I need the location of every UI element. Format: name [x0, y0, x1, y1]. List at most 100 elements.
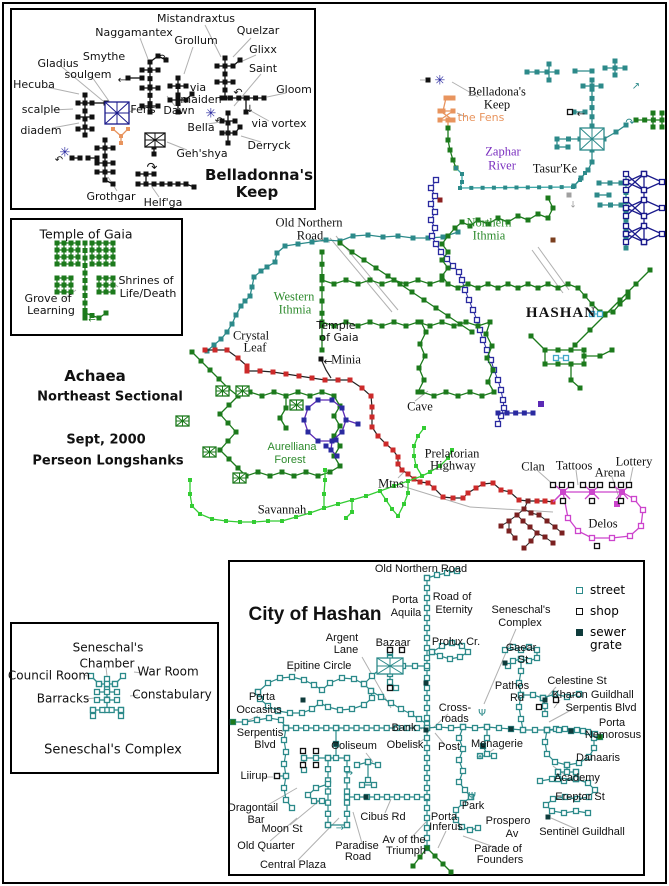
hatch-blocks	[104, 101, 605, 675]
label-shrines-of: Shrines of	[118, 274, 174, 288]
network-keep-fens-orange-bits	[111, 127, 130, 145]
network-city-green-gates	[230, 719, 603, 875]
label-av-of-the: Av of the	[382, 834, 426, 847]
label-saint: Saint	[248, 62, 278, 76]
label-serpentis: Serpentis	[236, 727, 284, 740]
label-scalple: scalple	[21, 103, 61, 117]
hatch-block-icon	[235, 385, 250, 397]
network-temple-of-gaia-network	[54, 240, 116, 321]
network-tasurke-outskirts	[524, 58, 628, 208]
network-purple-node	[538, 401, 544, 407]
label-chamber: Chamber	[79, 656, 135, 671]
label-complex: Complex	[498, 617, 542, 630]
label-ithmia: Ithmia	[472, 228, 506, 243]
label-council-room: Council Room	[7, 668, 91, 683]
hatch-block-icon	[202, 446, 217, 458]
label-delos: Delos	[588, 516, 618, 531]
label-park: Park	[461, 800, 485, 813]
network-right-edge-green	[633, 110, 665, 130]
glyph-icons: ✳✳✳←←↷←↶↓↷↶↶←↓↷↗→→ΨΨ✳	[55, 52, 640, 834]
label-blvd: Blvd	[254, 739, 276, 752]
star-icon: ✳	[60, 146, 71, 161]
label-ereptor-st: Ereptor St	[555, 791, 605, 804]
label-arena: Arena	[594, 465, 626, 480]
label-learning: Learning	[27, 304, 75, 318]
network-skyblue-shops	[552, 310, 604, 362]
network-sewer-grates	[300, 660, 574, 820]
network-savannah-network	[188, 426, 454, 524]
label-the-fens: the Fens	[457, 111, 505, 125]
label-dawn: Dawn	[163, 104, 195, 118]
arrow-upright-icon: ↗	[632, 81, 640, 92]
label-cross: Cross-	[438, 702, 472, 715]
label-paradise: Paradise	[335, 840, 379, 853]
arrow-left-icon: ←	[323, 355, 332, 368]
label-serpentis-blvd: Serpentis Blvd	[565, 702, 637, 715]
map-author: Perseon Longshanks	[32, 453, 184, 469]
network-delos-hubs	[560, 489, 625, 507]
label-cibus-rd: Cibus Rd	[360, 811, 406, 824]
legend-label: street	[590, 583, 626, 597]
label-porta: Porta	[391, 594, 419, 607]
arrow-left-icon: ←	[577, 109, 585, 120]
label-derryck: Derryck	[247, 139, 291, 153]
label-soulgem: soulgem	[64, 68, 112, 82]
label-founders: Founders	[476, 854, 524, 867]
label-cave: Cave	[407, 399, 433, 414]
belladonnas-keep-inset	[10, 8, 316, 210]
network-keep-inset-network	[69, 53, 267, 190]
label-celestine-st: Celestine St	[547, 675, 607, 688]
junction-star-icon: ✳	[476, 753, 484, 763]
label-minia: Minia	[331, 352, 361, 367]
label-prospero: Prospero	[485, 815, 531, 828]
label-moon-st: Moon St	[261, 823, 303, 836]
label-triumph: Triumph	[386, 845, 426, 858]
star-icon: ✳	[206, 107, 217, 122]
label-naggamantex: Naggamantex	[95, 26, 173, 40]
street-symbol-icon	[576, 587, 583, 594]
network-the-fens-cluster	[437, 95, 456, 131]
label-clan: Clan	[521, 459, 545, 474]
label-road-of: Road of	[432, 591, 472, 604]
label-fens: Fens	[130, 103, 156, 117]
arrow-left-icon: ←	[118, 75, 126, 86]
label-temple: Temple	[316, 319, 356, 333]
label-savannah: Savannah	[257, 502, 307, 517]
belladonnas-keep-title: Belladonna's Keep	[205, 165, 314, 201]
arrow-right-icon: →	[336, 823, 344, 834]
label-belladona-s: Belladona's	[468, 84, 526, 99]
label-parade-of: Parade of	[474, 843, 522, 856]
label-sentinel-guildhall: Sentinel Guildhall	[539, 826, 625, 839]
label-seneschal-s: Seneschal's	[72, 640, 144, 655]
label-academy: Academy	[554, 772, 600, 785]
label-barracks: Barracks	[36, 691, 90, 706]
legend-label: sewer grate	[590, 624, 626, 653]
trident-icon: Ψ	[468, 791, 476, 802]
label-tasur-ke: Tasur'Ke	[532, 161, 578, 176]
network-blue-filled-row	[495, 410, 536, 416]
label-menagerie: Menagerie	[471, 738, 523, 751]
arrow-down-icon: ↓	[246, 104, 254, 115]
label-gladius: Gladius	[37, 57, 79, 71]
network-aurelliana-octagon	[301, 397, 361, 459]
label-maiden: maiden	[180, 93, 222, 107]
label-dragontail: Dragontail	[227, 802, 279, 815]
label-lottery: Lottery	[615, 454, 653, 469]
hatch-block-icon	[104, 101, 130, 125]
label-war-room: War Room	[137, 664, 199, 679]
network-seneschal-complex-network	[87, 672, 127, 720]
network-dark-red-node	[437, 197, 443, 203]
label-grove-of: Grove of	[24, 292, 72, 306]
city-of-hashan-inset	[228, 560, 645, 876]
network-shops	[273, 108, 633, 780]
label-geh-shya: Geh'shya	[176, 147, 228, 161]
label-old-northern: Old Northern	[275, 215, 343, 230]
network-maroon-tree	[498, 498, 565, 551]
temple-of-gaia-title: Temple of Gaia	[39, 226, 133, 242]
star-icon: ✳	[435, 74, 446, 89]
hatch-block-icon	[215, 385, 230, 397]
label-prolux-cr: Prolux Cr.	[431, 636, 481, 649]
label-diadem: diadem	[20, 124, 62, 138]
label-porta: Porta	[598, 717, 626, 730]
network-fens-to-river-chain	[445, 125, 459, 171]
